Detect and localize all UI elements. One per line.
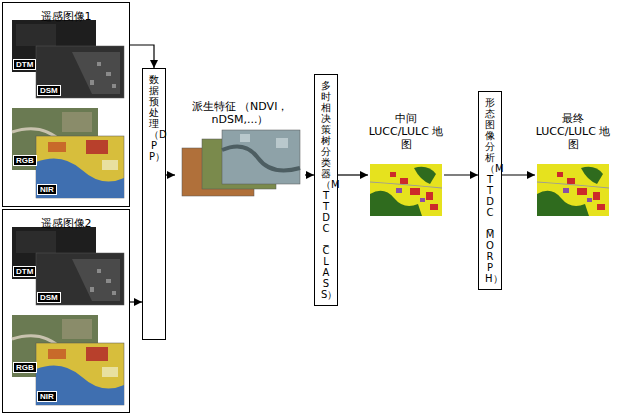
feature-image <box>240 134 288 148</box>
image-tag: DTM <box>13 59 36 70</box>
flow-arrow <box>130 301 142 302</box>
flow-arrow <box>502 174 535 175</box>
node-label: 遥感图像2 <box>41 217 92 231</box>
feature-group: 派生特征 （NDVI，nDSM,...） <box>175 100 305 200</box>
process-box: 多时相决策树分类器（MTTDC_CLASS） <box>314 74 338 306</box>
process-box: 形态图像分析（MTTDC_MORPH） <box>478 91 502 290</box>
flow-arrow <box>130 45 154 68</box>
node-label: 中间 LUCC/LULC 地图 <box>368 112 444 151</box>
flow-arrow <box>444 174 478 175</box>
node-label: 遥感图像1 <box>41 10 92 24</box>
image-tag: NIR <box>37 184 57 195</box>
image-tag: DTM <box>13 266 36 277</box>
map-group: 最终 LUCC/LULC 地图 <box>535 112 611 220</box>
image-panel: 遥感图像1 <box>2 2 130 207</box>
vertical-label: 形态图像分析（MTTDC_MORPH） <box>485 97 495 284</box>
flow-arrow <box>305 174 314 175</box>
image-tag: RGB <box>13 155 37 166</box>
feature-image <box>222 146 300 170</box>
remote-sensing-images <box>12 20 124 198</box>
remote-sensing-images <box>12 227 124 405</box>
image-panel: 遥感图像2 <box>2 209 130 413</box>
vertical-label: 数据预处理（DPP） <box>149 74 159 162</box>
vertical-label: 多时相决策树分类器（MTTDC_CLASS） <box>321 80 331 300</box>
flow-arrow <box>166 174 175 175</box>
map-group: 中间 LUCC/LULC 地图 <box>368 112 444 220</box>
final-map-image <box>537 164 609 216</box>
intermediate-map-image <box>370 164 442 216</box>
image-tag: DSM <box>37 292 61 303</box>
image-tag: DSM <box>37 85 61 96</box>
process-box: 数据预处理（DPP） <box>142 68 166 340</box>
image-tag: RGB <box>13 362 37 373</box>
feature-image <box>222 130 300 184</box>
node-label: 最终 LUCC/LULC 地图 <box>535 112 611 151</box>
node-label: 派生特征 （NDVI，nDSM,...） <box>175 100 305 126</box>
flow-arrow <box>338 174 368 175</box>
image-tag: NIR <box>37 391 57 402</box>
